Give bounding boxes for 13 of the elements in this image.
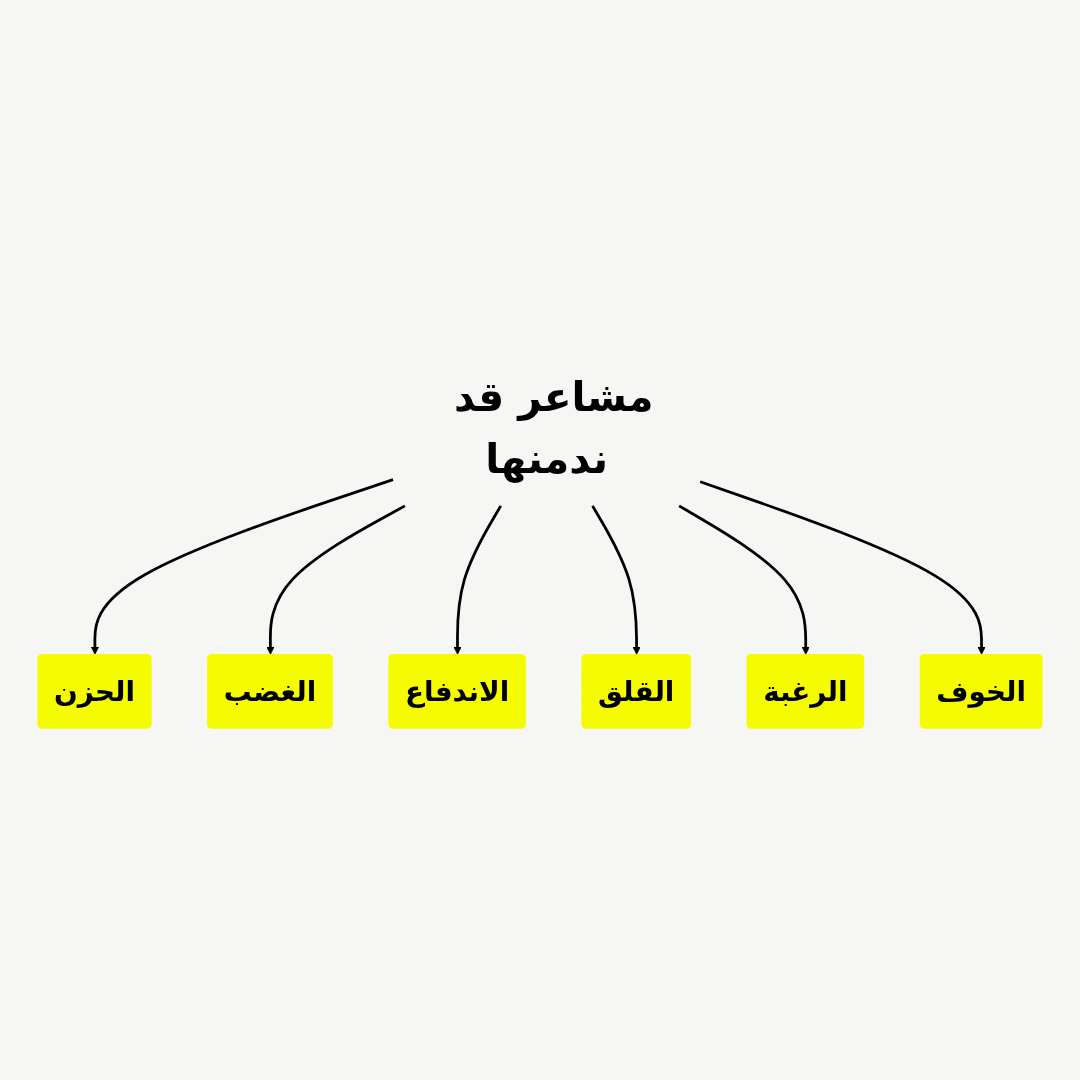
arrow	[678, 505, 810, 656]
node-box: الحزن	[37, 654, 152, 730]
arrow	[266, 505, 406, 656]
node-box: الغضب	[207, 654, 333, 730]
node-box: الخوف	[919, 654, 1043, 730]
node-box: الرغبة	[746, 654, 865, 730]
arrow	[699, 480, 986, 656]
node-box: الاندفاع	[388, 654, 526, 730]
arrow	[591, 505, 641, 656]
node-box: القلق	[581, 654, 691, 730]
node-text: مشاعر قد ندمنها	[454, 373, 654, 483]
arrow	[90, 478, 394, 656]
arrow	[453, 505, 502, 656]
